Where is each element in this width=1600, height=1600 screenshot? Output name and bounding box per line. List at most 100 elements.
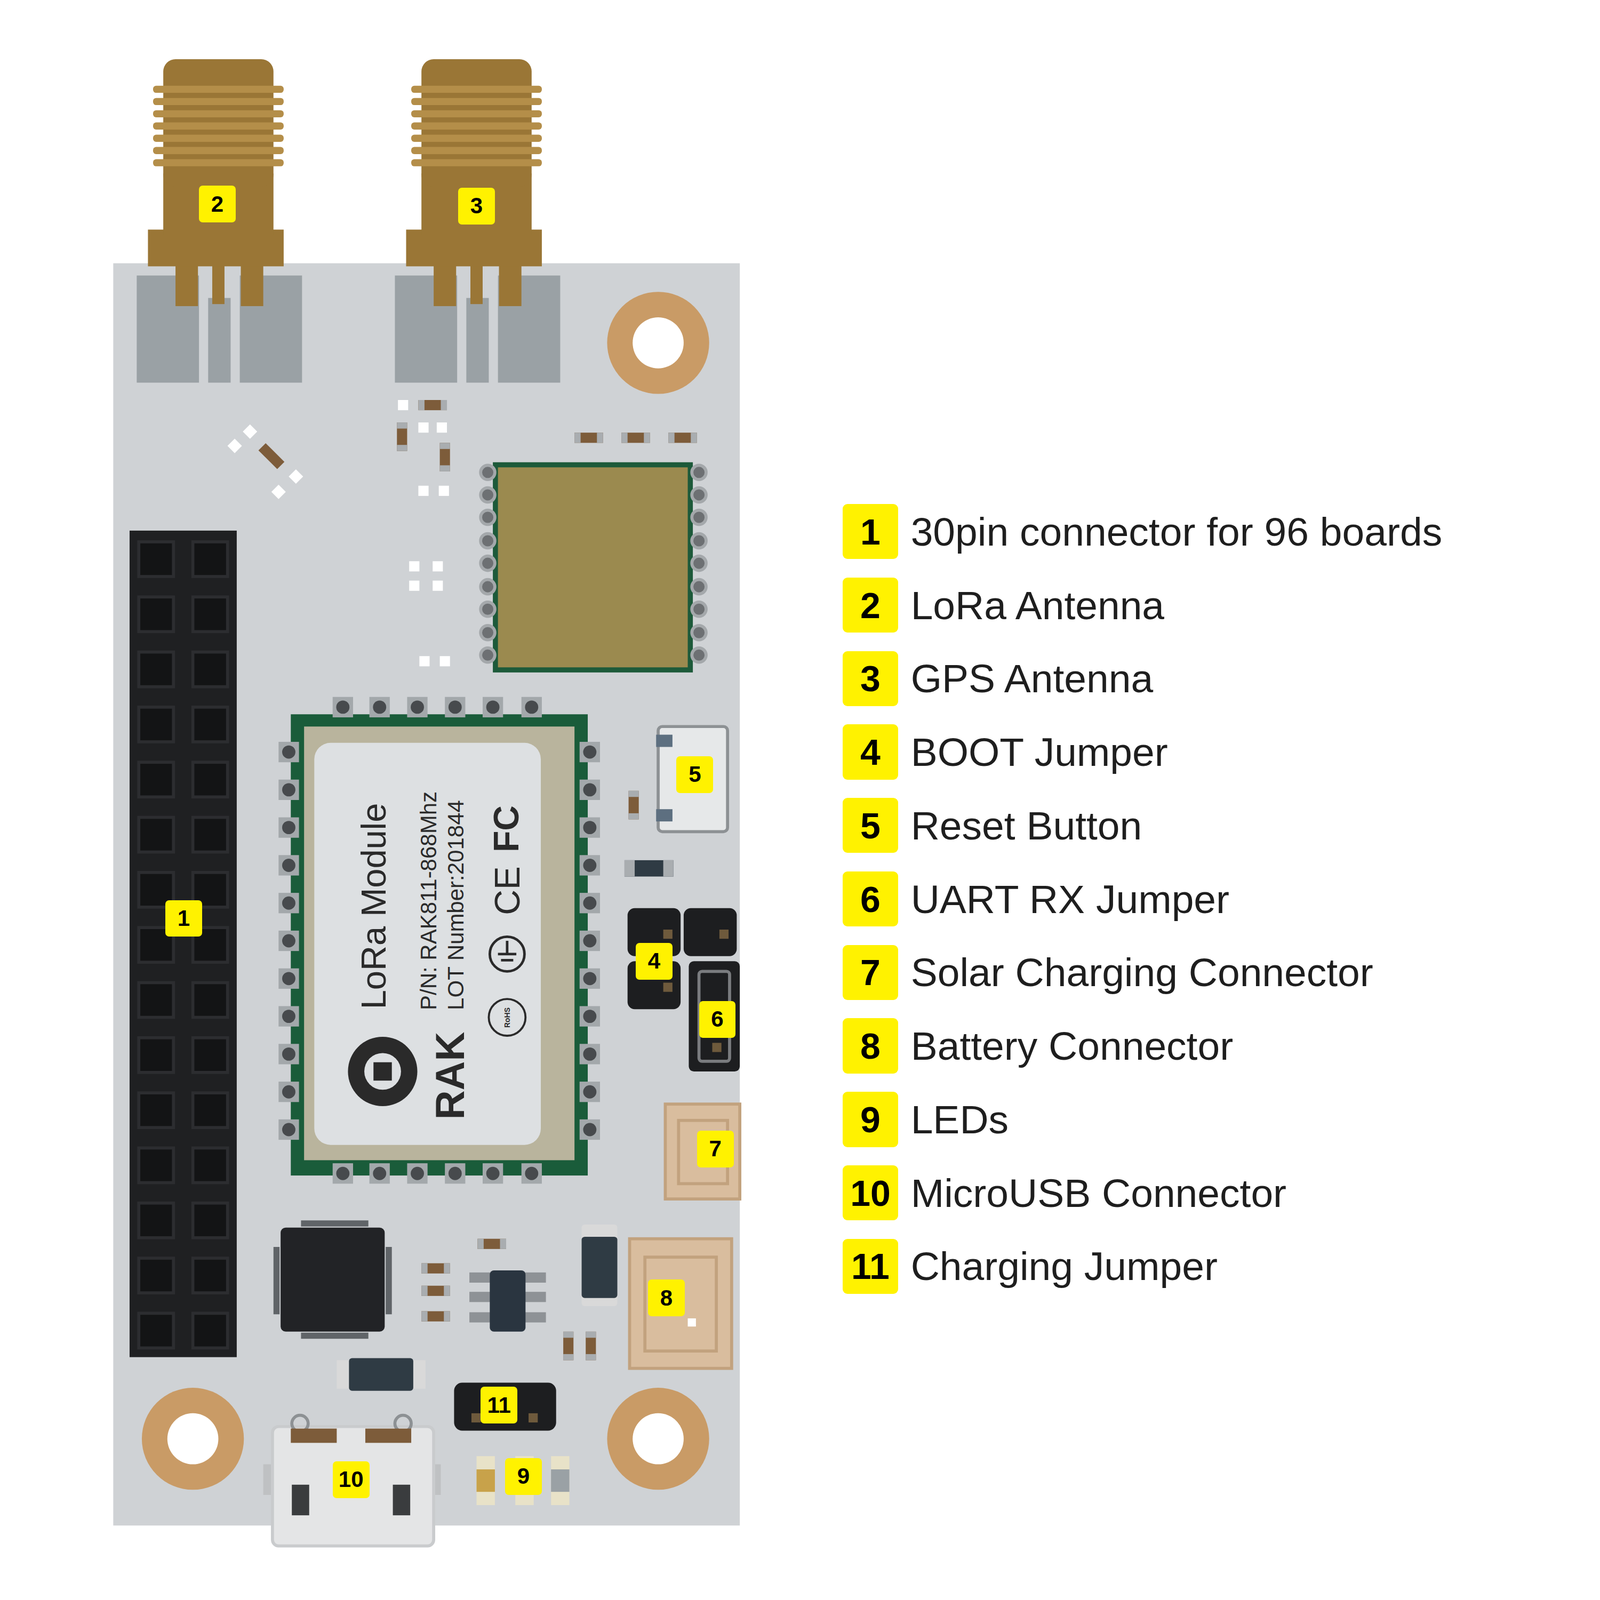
led: [476, 1456, 495, 1506]
resistor: [668, 432, 698, 443]
callout-number: 8: [648, 1279, 685, 1317]
chip-pins: [385, 1246, 392, 1315]
module-label: RAK: [429, 1031, 471, 1120]
header-pin: [138, 541, 174, 577]
diode: [581, 1224, 618, 1307]
connector-thread: [411, 85, 542, 93]
usb-pad: [290, 1428, 337, 1444]
header-pin: [138, 1092, 174, 1128]
power-components: [273, 1220, 618, 1431]
reset-button: [624, 726, 728, 877]
callout-number-text: 7: [709, 1137, 722, 1160]
header-pin: [193, 1203, 228, 1238]
diode: [348, 1358, 414, 1391]
micro-usb: [263, 1415, 442, 1547]
mounting-hole: [606, 291, 709, 394]
module-pad: [480, 488, 495, 503]
rak-logo-mark: [373, 1062, 392, 1081]
module-pad: [444, 1163, 466, 1184]
module-pad: [579, 1043, 600, 1064]
module-pad: [406, 1163, 428, 1184]
button-leg: [656, 734, 673, 748]
legend-text: 30pin connector for 96 boards: [910, 511, 1443, 552]
jumper-pin: [712, 1042, 722, 1052]
module-pad: [278, 1081, 299, 1102]
module-pad: [369, 1163, 390, 1184]
legend-callout: 4BOOT Jumper: [842, 724, 898, 780]
battery-connector: [629, 1238, 732, 1369]
charging-jumper: [453, 1382, 556, 1431]
module-pad: [278, 779, 299, 800]
legend-text: Charging Jumper: [910, 1246, 1218, 1287]
callout-number: 4: [635, 942, 673, 980]
rohs-circle: [488, 998, 526, 1036]
module-pad: [579, 968, 600, 989]
legend-callout: 3GPS Antenna: [842, 651, 898, 707]
battery-connector: [644, 1257, 717, 1351]
module-pad: [480, 579, 495, 595]
module-pad: [579, 892, 600, 914]
regulator: [489, 1270, 526, 1332]
callout-number: 2: [198, 185, 236, 223]
jst-connectors: [629, 1104, 740, 1369]
ground-symbol: [506, 940, 509, 955]
smd-pad: [419, 656, 430, 667]
connector-flange: [405, 229, 542, 267]
module-pad: [579, 779, 600, 800]
header-pin: [193, 762, 228, 797]
leds: [476, 1456, 570, 1506]
jumpers: [627, 908, 740, 1072]
module-pad: [691, 556, 707, 571]
callout-number-text: 8: [660, 1286, 673, 1310]
legend-callout: 9LEDs: [842, 1091, 898, 1147]
led: [476, 1469, 495, 1492]
legend-callout: 6UART RX Jumper: [842, 871, 898, 927]
lora-module-shield: [304, 726, 575, 1160]
connector-thread: [411, 110, 542, 118]
module-label: LoRa Module: [356, 803, 391, 1010]
callout-number-text: 3: [860, 660, 881, 697]
legend-text: Solar Charging Connector: [910, 952, 1374, 993]
connector-thread: [411, 134, 542, 142]
module-pad: [278, 817, 299, 838]
header-pin: [138, 982, 174, 1018]
resistor: [440, 442, 451, 472]
callout-number-text: 4: [860, 733, 881, 771]
gps-module: [480, 462, 707, 673]
callout-number: 6: [699, 1001, 736, 1038]
smd-pad: [418, 485, 429, 496]
module-pad: [406, 697, 428, 718]
module-pad: [480, 602, 495, 617]
callout-number-text: 11: [486, 1394, 511, 1417]
header-pin: [138, 762, 174, 797]
rak-logo-mark: [347, 1036, 418, 1107]
callout-number-text: 6: [710, 1008, 724, 1031]
module-pad: [691, 533, 707, 549]
module-pad: [480, 510, 495, 525]
mounting-hole: [632, 317, 684, 369]
header-pin: [138, 1203, 174, 1238]
header-pin: [193, 596, 228, 632]
led: [550, 1469, 570, 1492]
resistor: [628, 790, 639, 820]
module-label: RoHS: [503, 1006, 511, 1028]
rak-logo-mark: [364, 1052, 402, 1090]
connector-thread: [153, 98, 284, 106]
diode: [624, 860, 635, 877]
smd-pad: [288, 469, 303, 484]
module-pad: [579, 930, 600, 951]
callout-number-text: 9: [860, 1101, 881, 1138]
header-pin: [193, 817, 228, 853]
module-pad: [278, 1119, 299, 1140]
diode: [581, 1236, 618, 1299]
module-pad: [480, 465, 495, 480]
legend-text: BOOT Jumper: [910, 732, 1168, 773]
header-pin: [193, 541, 228, 577]
chip-pins: [300, 1332, 368, 1339]
header-pin: [193, 1258, 228, 1293]
resistor: [621, 432, 651, 443]
smd-pad: [227, 438, 243, 454]
header-pin: [138, 1313, 174, 1348]
jumper-block: [688, 961, 740, 1072]
smd-pad: [242, 424, 258, 439]
